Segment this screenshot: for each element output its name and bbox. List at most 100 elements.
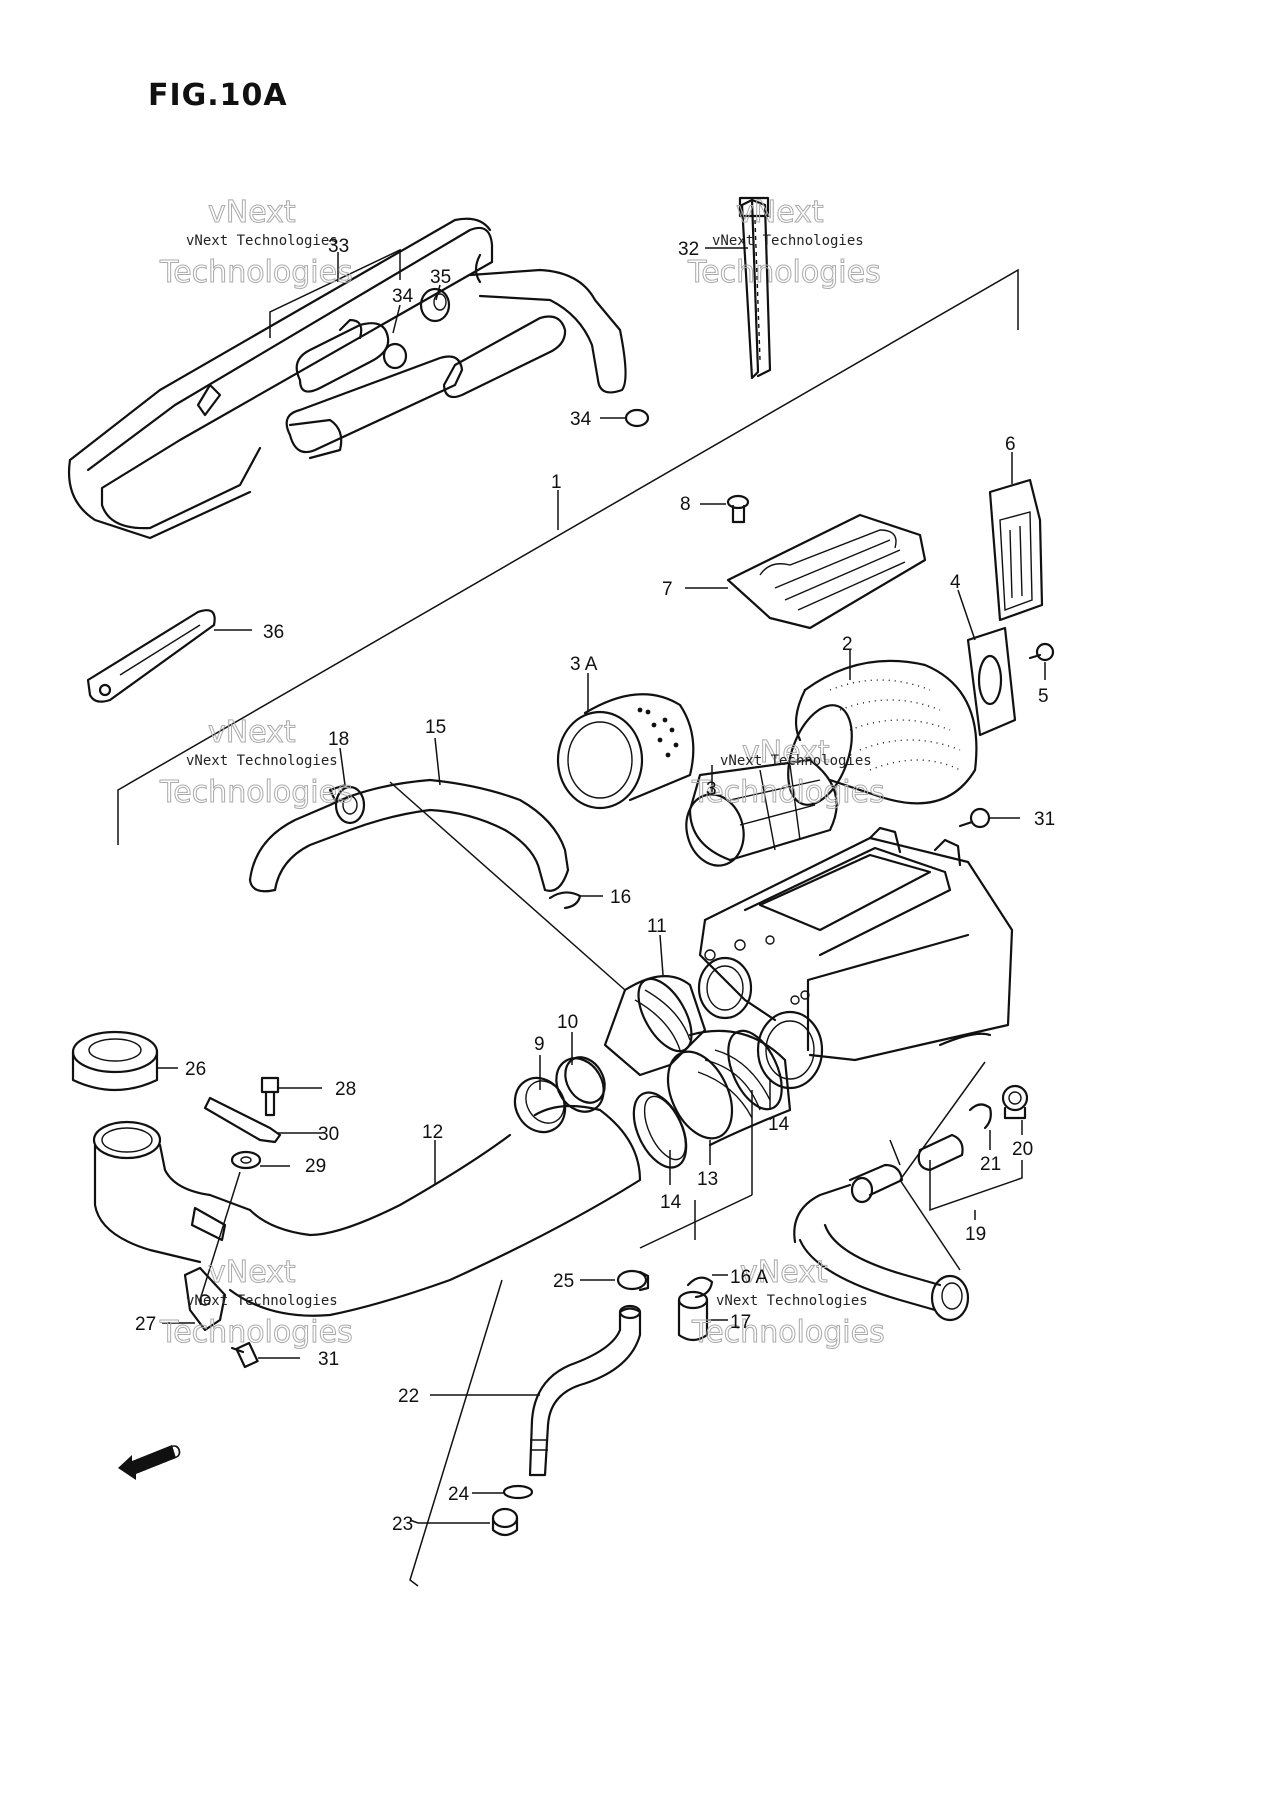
- svg-text:vNext Technologies: vNext Technologies: [712, 233, 864, 249]
- svg-text:vNext: vNext: [742, 735, 830, 770]
- callout-4: 4: [950, 572, 961, 593]
- callout-16: 16: [610, 887, 631, 908]
- clamp-14-lower: [632, 1091, 688, 1169]
- ring-26: [71, 1030, 159, 1092]
- callout-14a: 14: [660, 1192, 682, 1213]
- callout-33: 33: [328, 236, 349, 257]
- hose-17: [677, 1290, 709, 1342]
- clamp-23: [491, 1507, 519, 1537]
- svg-text:vNext: vNext: [208, 1255, 296, 1290]
- svg-text:Technologies: Technologies: [159, 1315, 353, 1350]
- callout-20: 20: [1012, 1139, 1033, 1160]
- svg-text:vNext: vNext: [208, 715, 296, 750]
- clamp-25: [616, 1269, 650, 1292]
- bracket-33: [269, 248, 401, 338]
- callout-5: 5: [1038, 686, 1049, 707]
- bolt-31-upper: [958, 807, 991, 829]
- callout-2: 2: [842, 634, 853, 655]
- svg-text:vNext Technologies: vNext Technologies: [186, 1293, 338, 1309]
- plate-30: [203, 1096, 282, 1144]
- clip-34: [624, 408, 650, 428]
- fwd-arrow-icon: [118, 1445, 176, 1480]
- callout-13: 13: [697, 1169, 718, 1190]
- callout-18: 18: [328, 729, 349, 750]
- callout-11: 11: [647, 916, 667, 937]
- lead-drain-route: [899, 1061, 986, 1181]
- callout-19: 19: [965, 1224, 986, 1245]
- stay-36: [86, 609, 216, 703]
- callout-17: 17: [730, 1312, 751, 1333]
- callout-22: 22: [398, 1386, 419, 1407]
- lead-19-a: [889, 1139, 901, 1166]
- watermark-4: vNext vNext Technologies Technologies: [691, 735, 886, 811]
- callout-1: 1: [551, 472, 562, 493]
- figure-title: FIG.10A: [148, 78, 288, 113]
- callout-36: 36: [263, 622, 284, 643]
- callout-3: 3: [706, 779, 717, 800]
- callout-15: 15: [425, 717, 446, 738]
- callout-8: 8: [680, 494, 691, 515]
- bolt-5: [1028, 642, 1055, 662]
- hose-15: [248, 778, 570, 893]
- callout-7: 7: [662, 579, 673, 600]
- drain-hose-19: [793, 1133, 970, 1322]
- callout-12: 12: [422, 1122, 443, 1143]
- svg-text:vNext Technologies: vNext Technologies: [720, 753, 872, 769]
- cap-20: [1001, 1084, 1029, 1120]
- lead-35: [435, 284, 441, 301]
- callout-3a: 3 A: [570, 654, 598, 675]
- lead-29-center: [199, 1171, 241, 1301]
- filter-cartridge-3a: [556, 693, 695, 810]
- watermark-3: vNext vNext Technologies Technologies: [159, 715, 354, 811]
- callout-9: 9: [534, 1034, 545, 1055]
- lead-18: [339, 747, 346, 786]
- cover-7: [726, 513, 927, 630]
- callout-16a: 16 A: [730, 1267, 768, 1288]
- callout-34a: 34: [392, 286, 414, 307]
- cable-tie-32: [738, 196, 772, 380]
- lead-drain-route-2: [899, 1179, 961, 1271]
- hose-15-route-line: [389, 781, 626, 991]
- filter-cage-3: [685, 758, 838, 867]
- callout-26: 26: [185, 1059, 206, 1080]
- callout-31a: 31: [1034, 809, 1055, 830]
- intake-duct-13: [666, 1029, 792, 1147]
- washer-29: [230, 1150, 262, 1170]
- svg-text:Technologies: Technologies: [687, 255, 881, 290]
- clip-24: [502, 1484, 534, 1500]
- bracket-19: [929, 1160, 1023, 1212]
- clip-21: [968, 1103, 992, 1130]
- air-filter-2: [787, 659, 978, 806]
- svg-text:vNext Technologies: vNext Technologies: [716, 1293, 868, 1309]
- intake-duct-12: [92, 1104, 642, 1317]
- callout-32: 32: [678, 239, 699, 260]
- callout-10: 10: [557, 1012, 578, 1033]
- clamp-10: [555, 1056, 606, 1113]
- svg-text:vNext: vNext: [736, 195, 824, 230]
- callout-31b: 31: [318, 1349, 339, 1370]
- lead-15: [434, 737, 441, 786]
- clip-16: [548, 891, 582, 910]
- watermark-2: vNext vNext Technologies Technologies: [687, 195, 882, 291]
- callout-6: 6: [1005, 434, 1016, 455]
- svg-text:vNext Technologies: vNext Technologies: [186, 753, 338, 769]
- bolt-31-lower: [230, 1341, 259, 1369]
- lead-34a: [392, 304, 401, 334]
- callout-35: 35: [430, 267, 451, 288]
- svg-text:Technologies: Technologies: [159, 255, 353, 290]
- callout-30: 30: [318, 1124, 339, 1145]
- assembly-bracket-line: [117, 268, 1019, 845]
- lead-4: [957, 589, 976, 641]
- screw-8: [726, 494, 750, 524]
- callout-23: 23: [392, 1514, 413, 1535]
- callout-34b: 34: [570, 409, 592, 430]
- bracket-27: [183, 1206, 227, 1332]
- svg-text:vNext Technologies: vNext Technologies: [186, 233, 338, 249]
- callout-29: 29: [305, 1156, 326, 1177]
- fwd-label: FWD: [137, 1440, 185, 1476]
- svg-text:vNext: vNext: [740, 1255, 828, 1290]
- callout-28: 28: [335, 1079, 356, 1100]
- callout-27: 27: [135, 1314, 156, 1335]
